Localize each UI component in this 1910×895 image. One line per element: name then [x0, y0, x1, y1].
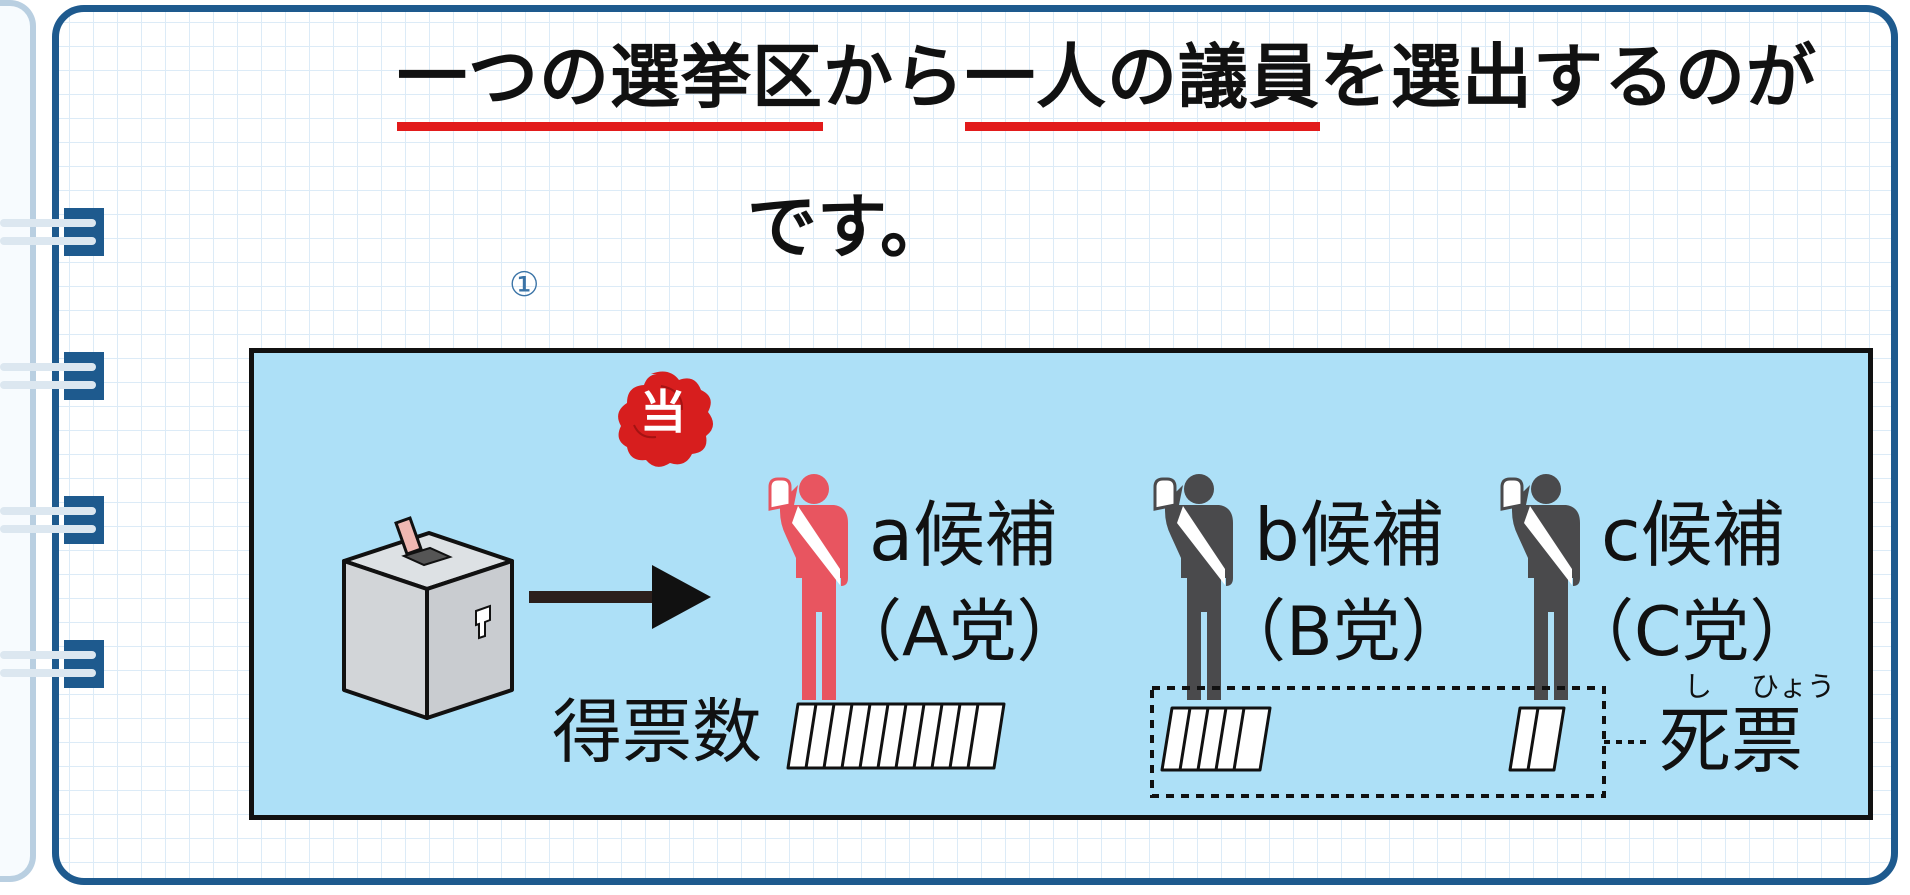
vote-ballots-a-icon [786, 702, 1006, 770]
notebook-back-page [0, 0, 36, 882]
candidate-a-figure-icon [768, 474, 848, 700]
candidate-b-party: （B党） [1218, 593, 1469, 672]
election-diagram-panel: 当 [249, 348, 1873, 820]
heading-line-1: 一つの選挙区から一人の議員を選出するのが [397, 36, 1817, 131]
votes-count-label: 得票数 [552, 691, 762, 773]
candidate-a-name: a候補 [869, 493, 1058, 577]
winner-badge-icon: 当 [618, 371, 714, 467]
binder-ring-3 [0, 496, 104, 544]
candidate-c-party: （C党） [1566, 593, 1818, 672]
heading-underlined-one-member: 一人の議員 [965, 36, 1320, 131]
circled-number-marker: ① [509, 265, 540, 305]
candidate-a-party: （A党） [834, 593, 1085, 672]
winner-badge-label: 当 [640, 385, 686, 439]
heading-line-2: です。 [747, 186, 950, 268]
dead-votes-label: 死票 [1659, 699, 1804, 783]
dead-votes-box [1150, 686, 1606, 798]
candidate-b-figure-icon [1153, 474, 1233, 700]
vote-ballots-b-icon [1160, 706, 1272, 772]
dead-votes-ruby-hyou: ひょう [1751, 670, 1836, 703]
binder-ring-2 [0, 352, 104, 400]
notebook-page: 一つの選挙区から一人の議員を選出するのが です。 ① [52, 5, 1898, 885]
candidate-c-name: c候補 [1601, 493, 1785, 577]
ballot-box-icon [342, 516, 514, 720]
candidate-b-name: b候補 [1254, 493, 1444, 577]
vote-ballots-c-icon [1508, 706, 1566, 772]
diagram-graphics: 当 [342, 371, 1649, 798]
heading-text-from: から [823, 36, 965, 118]
dead-votes-ruby-shi: し [1684, 670, 1713, 703]
binder-ring-4 [0, 640, 104, 688]
arrow-icon [529, 565, 711, 629]
binder-ring-1 [0, 208, 104, 256]
heading-underlined-district: 一つの選挙区 [397, 36, 823, 131]
candidate-c-figure-icon [1500, 474, 1580, 700]
heading-text-elect: を選出するのが [1320, 36, 1817, 118]
